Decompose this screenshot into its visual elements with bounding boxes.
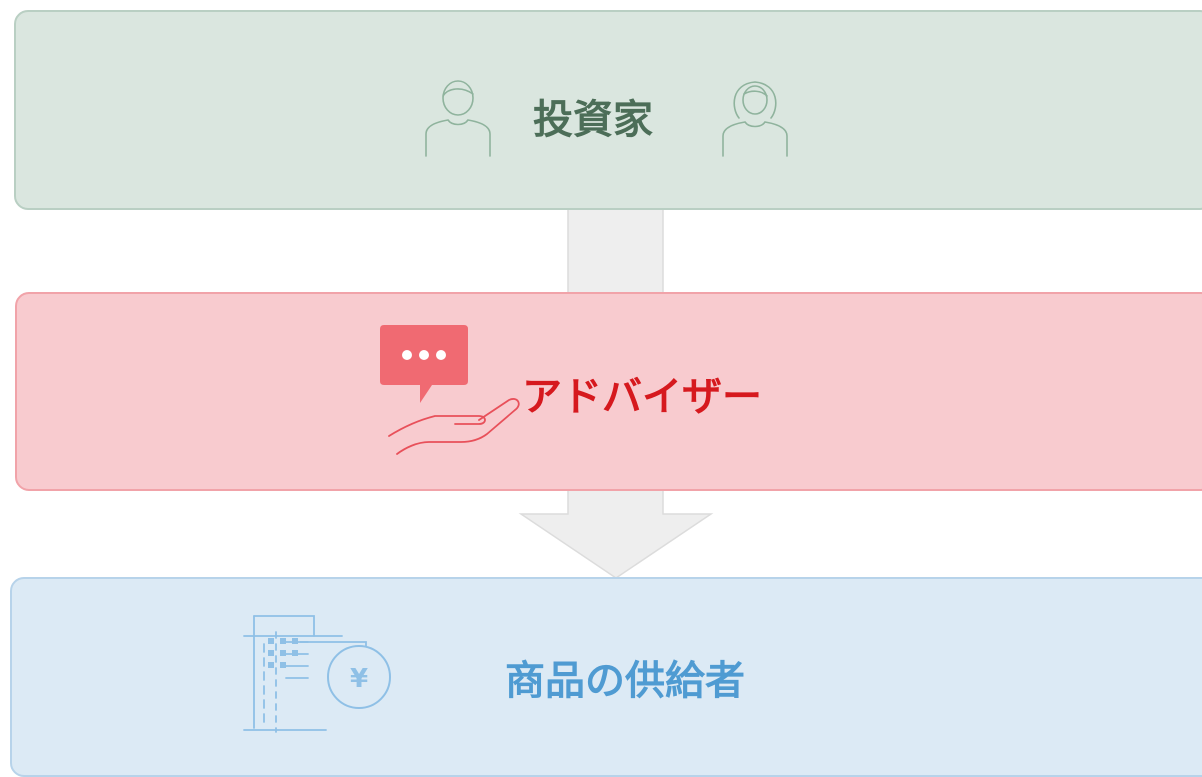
advisor-box xyxy=(15,292,1202,491)
open-hand-icon xyxy=(388,398,520,455)
male-person-icon xyxy=(425,80,491,157)
advisor-label: アドバイザー xyxy=(522,374,762,420)
investor-label: 投資家 xyxy=(533,97,653,143)
yen-coin-text: ¥ xyxy=(350,664,368,694)
investor-box xyxy=(14,10,1202,210)
speech-bubble-icon xyxy=(380,325,468,403)
female-person-icon xyxy=(722,81,788,157)
supplier-label: 商品の供給者 xyxy=(505,658,745,704)
yen-coin-icon: ¥ xyxy=(327,645,391,709)
